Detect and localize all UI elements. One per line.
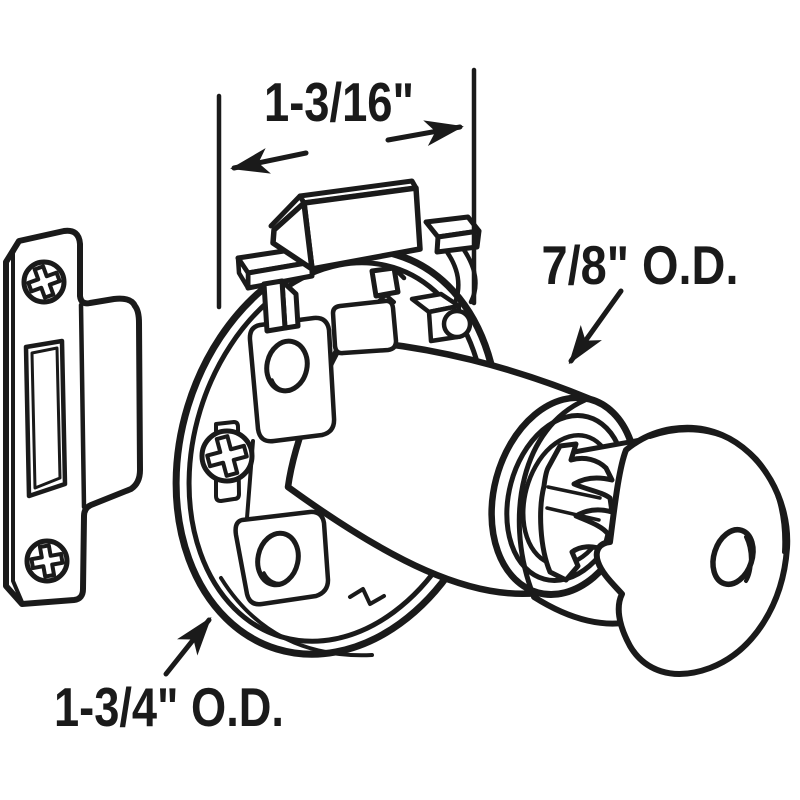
rosette-notch: [348, 587, 386, 606]
plate-od-arrow: [163, 616, 212, 677]
cam-hole: [441, 308, 473, 340]
phillips-cross-icon: [26, 264, 62, 300]
key-head: [593, 424, 791, 677]
keyway-blade: [538, 441, 615, 583]
mounting-posts: [261, 265, 407, 334]
latch-bolt: [268, 178, 423, 272]
phillips-cross-icon: [205, 434, 249, 478]
rosette-screw: [199, 420, 255, 503]
dimension-annotations: 1-3/16" 7/8" O.D. 1-3/4" O.D.: [54, 67, 739, 738]
width-arrow-left: [230, 148, 309, 174]
center-pad: [330, 298, 399, 356]
upper-mount-hole: [264, 338, 310, 394]
plate-od-label: 1-3/4" O.D.: [54, 676, 284, 738]
width-arrow-right: [385, 120, 464, 147]
strike-plate-screw-bottom: [24, 538, 70, 584]
strike-plate: [3, 227, 143, 607]
latch-chamfer: [270, 200, 315, 272]
key-hole: [710, 526, 756, 588]
lock-mechanism: [235, 178, 482, 356]
cylinder-od-arrow: [568, 288, 624, 365]
bezel-edge: [516, 397, 588, 592]
strike-plate-outline: [3, 227, 143, 607]
lower-mount-hole: [255, 530, 301, 588]
key-head-thickness-line: [648, 428, 787, 554]
key: [531, 424, 791, 677]
rosette-face-edge: [219, 576, 374, 658]
strike-plate-screw-top: [21, 259, 67, 305]
phillips-cross-icon: [29, 543, 65, 579]
strike-plate-fold-line: [78, 302, 87, 510]
pad-notch: [377, 293, 396, 304]
cylinder-od-label: 7/8" O.D.: [542, 234, 739, 296]
strike-plate-edge-thickness: [11, 239, 24, 604]
rosette-face-details: [199, 315, 337, 607]
strike-plate-slot-inner: [30, 346, 62, 490]
cam-block: [409, 291, 473, 344]
width-dimension-label: 1-3/16": [264, 71, 414, 133]
